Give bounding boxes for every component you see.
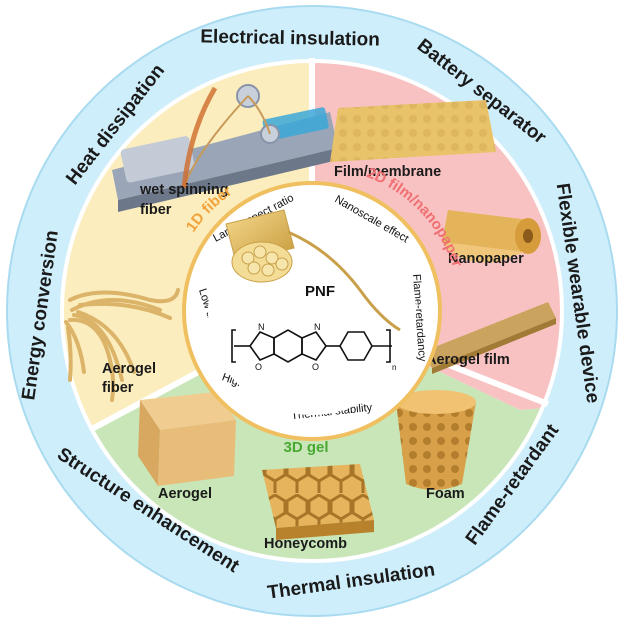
chem-atom-n1: N <box>258 322 265 332</box>
film-membrane-illustration <box>330 100 496 162</box>
inner-ring-border <box>60 59 564 563</box>
chem-atom-n2: N <box>314 322 321 332</box>
honeycomb-illustration <box>262 464 374 540</box>
label-aerogel-film: Aerogel film <box>426 352 510 368</box>
nanopaper-roll-illustration <box>442 210 541 263</box>
label-film-membrane: Film/membrane <box>334 164 441 180</box>
aerogel-film-illustration <box>422 302 556 374</box>
sector-3d-gel <box>62 311 562 561</box>
label-foam: Foam <box>426 486 465 502</box>
label-wet-spinning-line1: wet spinning <box>139 182 229 198</box>
label-aerogel-fiber-line1: Aerogel <box>102 361 156 377</box>
nanofiber-bundle-illustration <box>225 209 401 332</box>
aerogel-fiber-illustration <box>64 288 180 402</box>
chem-atom-o2: O <box>312 362 319 372</box>
label-honeycomb: Honeycomb <box>264 536 347 552</box>
center-label-pnf: PNF <box>305 283 335 300</box>
chem-subscript-n: n <box>392 363 396 372</box>
chem-atom-o1: O <box>255 362 262 372</box>
label-wet-spinning-line2: fiber <box>140 202 172 218</box>
sector-title-3d-gel: 3D gel <box>283 439 328 456</box>
wet-spinning-machine-illustration <box>112 84 338 212</box>
foam-cylinder-illustration <box>396 390 476 490</box>
aerogel-cube-illustration <box>138 392 236 486</box>
label-nanopaper: Nanopaper <box>448 251 524 267</box>
label-aerogel: Aerogel <box>158 486 212 502</box>
label-aerogel-fiber-line2: fiber <box>102 380 134 396</box>
label-electrical-insulation: Electrical insulation <box>200 26 380 50</box>
pbo-chemical-structure <box>231 329 392 363</box>
